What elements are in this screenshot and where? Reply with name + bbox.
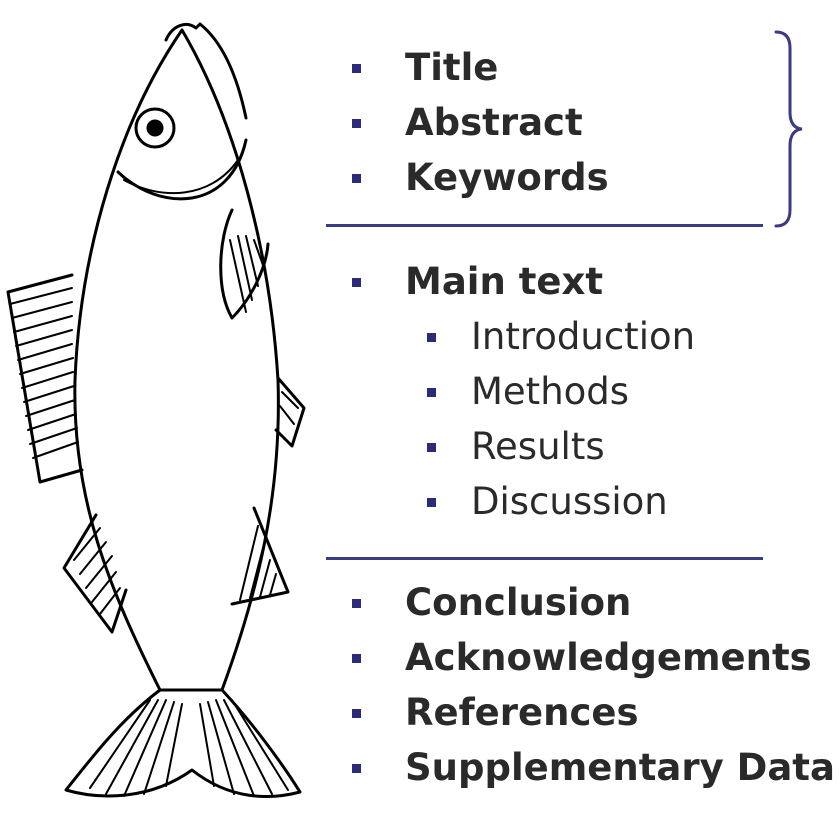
fish-illustration [6,22,306,798]
pectoral-fin [274,376,306,448]
bullet-icon [352,63,361,73]
gill-fin [219,208,270,320]
list-item-title: Title [352,42,498,94]
list-item-supplementary-data: Supplementary Data [352,742,835,794]
list-item-abstract: Abstract [352,97,583,149]
bullet-icon [352,598,361,608]
mouth [164,22,248,120]
dorsal-fin [6,273,84,484]
tail-fin [64,688,302,798]
bullet-icon [427,442,436,452]
bullet-icon [427,332,436,342]
list-item-references: References [352,687,639,739]
bullet-icon [427,497,436,507]
bullet-icon [352,173,361,183]
section-divider [326,224,763,227]
sub-item-discussion: Discussion [427,476,668,528]
list-item-acknowledgements: Acknowledgements [352,632,812,684]
bullet-icon [352,653,361,663]
gill-line [116,138,248,201]
bullet-icon [352,118,361,128]
sub-item-results: Results [427,421,605,473]
pelvic-fin [62,513,128,634]
bullet-icon [352,763,361,773]
list-item-keywords: Keywords [352,152,609,204]
sub-item-methods: Methods [427,366,629,418]
fish-body [73,28,280,692]
bullet-icon [352,708,361,718]
eye [134,107,176,149]
bullet-icon [427,387,436,397]
list-item-main-text: Main text [352,256,603,308]
bullet-icon [352,277,361,287]
sub-item-introduction: Introduction [427,311,695,363]
list-item-conclusion: Conclusion [352,577,631,629]
right-curly-brace-icon [774,30,803,228]
section-divider [326,557,763,560]
